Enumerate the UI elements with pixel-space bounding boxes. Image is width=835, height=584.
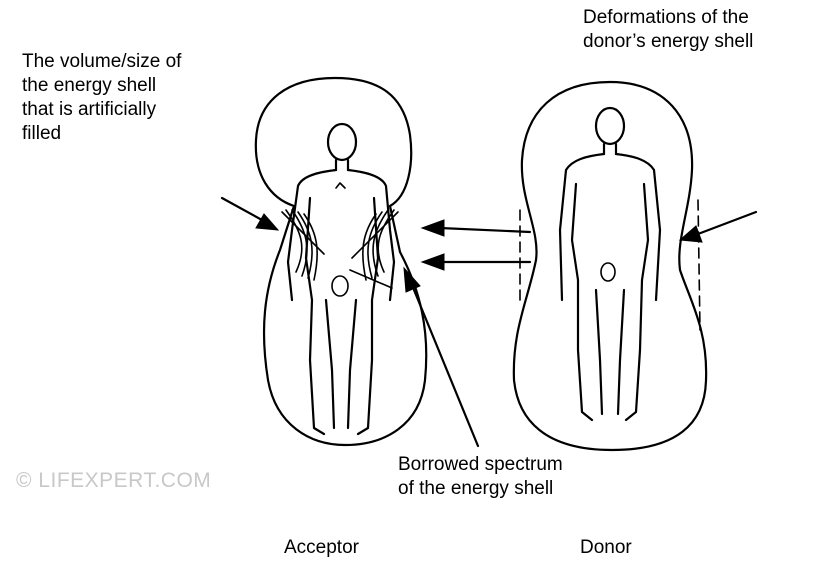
acceptor-label: Acceptor	[284, 536, 359, 560]
borrowed-spectrum-label: Borrowed spectrum of the energy shell	[398, 453, 658, 501]
donor-label: Donor	[580, 536, 632, 560]
acceptor-energy-shell	[256, 78, 426, 445]
deformation-pointer-arrow	[698, 212, 756, 234]
transfer-arrow-upper	[440, 228, 530, 232]
donor-deformation-right	[698, 200, 700, 330]
watermark: © LIFEXPERT.COM	[16, 468, 211, 494]
deformations-label: Deformations of the donor’s energy shell	[583, 6, 833, 54]
volume-pointer-arrow	[222, 198, 262, 220]
acceptor-figure	[288, 124, 394, 434]
borrowed-pointer-arrow	[414, 290, 478, 446]
donor-energy-shell	[514, 82, 706, 450]
volume-label: The volume/size of the energy shell that…	[22, 50, 262, 146]
donor-figure	[560, 108, 660, 420]
